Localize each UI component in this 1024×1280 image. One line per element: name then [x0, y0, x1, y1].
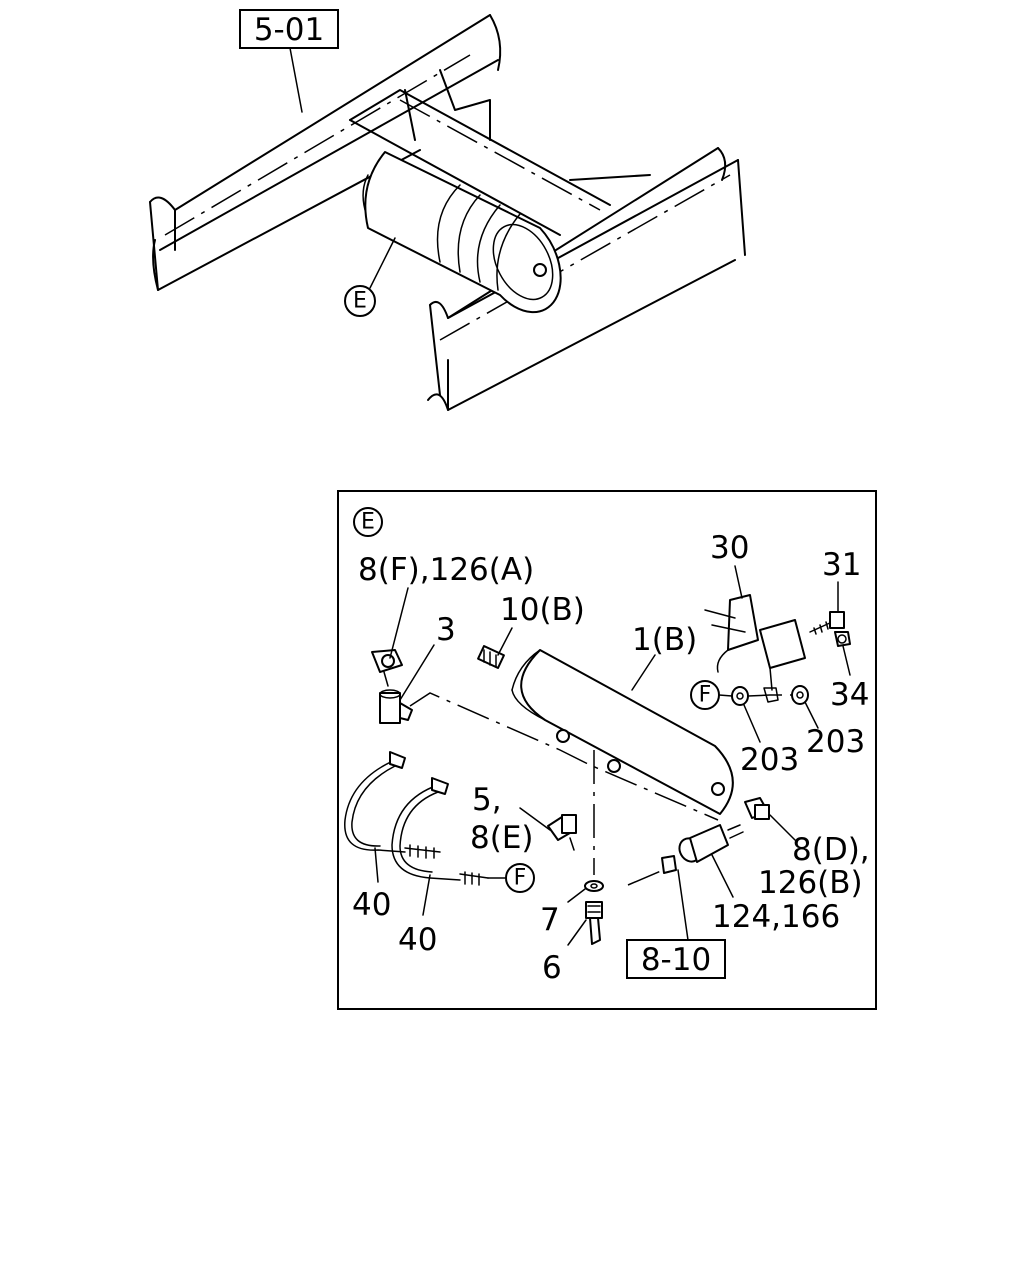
label-8f-126a: 8(F),126(A)	[358, 552, 534, 588]
section-marker-f-upper: F	[690, 680, 720, 710]
cross-members	[349, 69, 651, 236]
ref-box-5-01[interactable]: 5-01	[239, 9, 339, 49]
harness-40b	[391, 777, 489, 886]
label-7: 7	[540, 902, 560, 938]
label-1b: 1(B)	[632, 622, 697, 658]
air-tank-1b	[511, 649, 734, 815]
label-30: 30	[710, 530, 749, 566]
nut-203b	[791, 685, 809, 705]
label-40-a: 40	[352, 887, 391, 923]
nut-34	[834, 631, 851, 647]
left-frame-rail	[149, 14, 502, 291]
section-marker-f-lower: F	[505, 863, 535, 893]
label-34: 34	[830, 677, 869, 713]
ref-box-8-10-label: 8-10	[641, 942, 711, 978]
label-126b: 126(B)	[758, 865, 863, 901]
label-10b: 10(B)	[500, 592, 585, 628]
ref-box-8-10[interactable]: 8-10	[626, 939, 726, 979]
label-203-a: 203	[740, 742, 799, 778]
label-3: 3	[436, 612, 456, 648]
label-31: 31	[822, 547, 861, 583]
tank-port	[711, 782, 725, 796]
detail-e-marker: E	[353, 507, 383, 537]
elbow-fitting-8f	[371, 649, 403, 687]
fitting-8d	[744, 797, 770, 820]
detail-marker-e-label: E	[353, 289, 367, 314]
label-5: 5,	[472, 782, 502, 818]
bolt-31	[809, 611, 845, 635]
detail-marker-e[interactable]: E	[344, 285, 376, 317]
harness-40a	[344, 751, 441, 859]
label-124-166: 124,166	[712, 899, 840, 935]
bracket-30	[704, 594, 806, 691]
label-8d: 8(D),	[792, 832, 870, 868]
fitting-5	[547, 814, 577, 851]
ref-box-5-01-label: 5-01	[254, 12, 324, 48]
cross-centerline	[399, 99, 601, 211]
rail-centerline	[439, 174, 731, 341]
nut-203a	[731, 686, 749, 706]
drain-valve-6	[585, 901, 603, 945]
tank-port	[607, 759, 621, 773]
bolt-end	[763, 687, 779, 703]
chassis-overview: 5-01 E	[149, 9, 746, 411]
detail-e-panel: E	[337, 490, 877, 1010]
detail-frame	[337, 490, 877, 1010]
label-40-b: 40	[398, 922, 437, 958]
leader-line	[289, 47, 303, 113]
bolt-path	[747, 694, 792, 697]
wire-path	[627, 867, 669, 886]
part-labels: 8(F),126(A) 3 10(B) 1(B) 30 31 34 203 20…	[352, 530, 870, 986]
leader-line	[369, 237, 396, 289]
plug-10b	[477, 645, 505, 669]
label-6: 6	[542, 950, 562, 986]
washer-7	[584, 880, 604, 892]
section-marker-f-upper-label: F	[699, 683, 712, 708]
tee-fitting-3	[379, 689, 413, 724]
pressure-switch-124	[661, 824, 744, 874]
leader-lines	[374, 565, 851, 946]
section-marker-f-lower-label: F	[514, 866, 527, 891]
tank-fitting	[533, 263, 547, 277]
rail-centerline	[164, 54, 471, 236]
air-tank	[362, 151, 562, 314]
tank-port	[556, 729, 570, 743]
detail-e-marker-label: E	[361, 510, 375, 535]
pipe-path	[409, 692, 719, 821]
label-203-b: 203	[806, 724, 865, 760]
label-8e: 8(E)	[470, 820, 534, 856]
